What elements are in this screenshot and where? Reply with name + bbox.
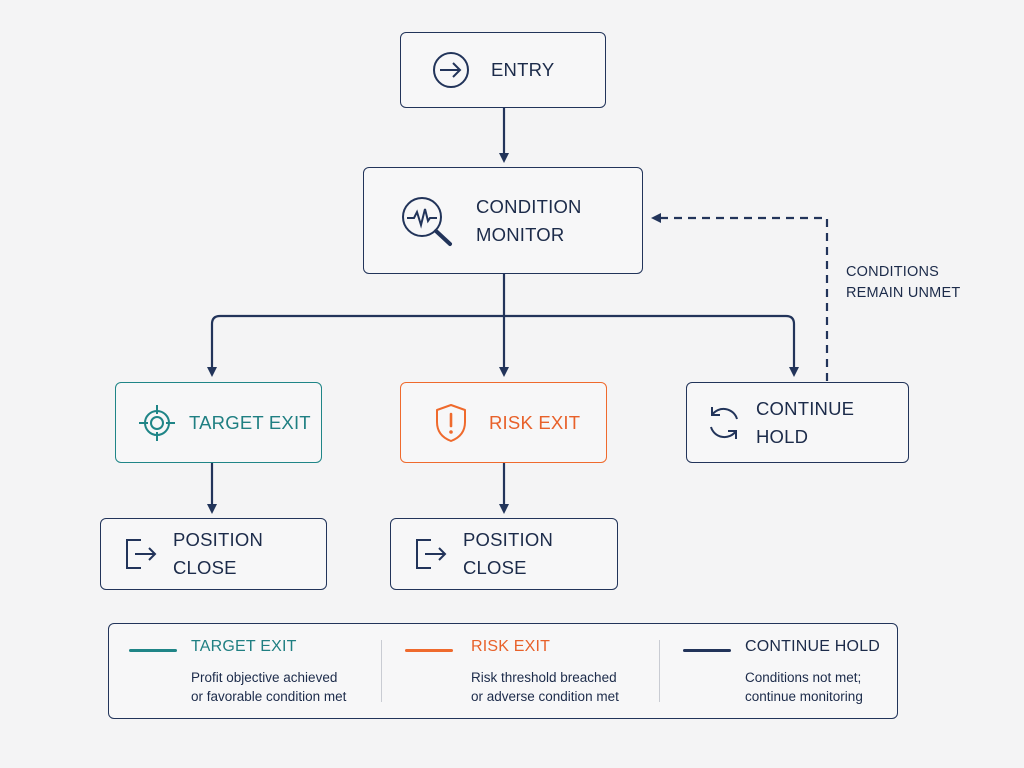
legend-desc-target: Profit objective achieved or favorable c… [191, 668, 346, 706]
legend-title-hold: CONTINUE HOLD [745, 638, 881, 655]
position-close-node-target[interactable]: POSITION CLOSE [100, 518, 327, 590]
condition-monitor-node[interactable]: CONDITION MONITOR [363, 167, 643, 274]
legend-separator-1 [381, 640, 382, 702]
position-close-label-2: POSITION CLOSE [463, 529, 553, 578]
legend-title-target: TARGET EXIT [191, 638, 297, 655]
legend-desc-hold: Conditions not met; continue monitoring [745, 668, 863, 706]
target-exit-node[interactable]: TARGET EXIT [115, 382, 322, 463]
target-exit-label: TARGET EXIT [189, 411, 311, 433]
monitor-label-line1: CONDITION [476, 195, 582, 217]
legend-desc-target-line2: or favorable condition met [191, 689, 347, 704]
loop-annotation-line1: CONDITIONS [846, 264, 940, 280]
risk-exit-node[interactable]: RISK EXIT [400, 382, 607, 463]
exit-door-icon [126, 539, 157, 569]
legend-desc-risk: Risk threshold breached or adverse condi… [471, 668, 619, 706]
legend-desc-risk-line1: Risk threshold breached [471, 670, 617, 685]
shield-alert-icon [436, 403, 466, 442]
legend-item-continue-hold: CONTINUE HOLD Conditions not met; contin… [683, 624, 893, 720]
entry-node[interactable]: ENTRY [400, 32, 606, 108]
crosshair-target-icon [139, 404, 175, 441]
arrow-to-target-exit [207, 314, 504, 377]
magnifier-pulse-icon [402, 196, 452, 246]
position-close-node-risk[interactable]: POSITION CLOSE [390, 518, 618, 590]
legend-item-risk-exit: RISK EXIT Risk threshold breached or adv… [405, 624, 645, 720]
legend-swatch-hold [683, 649, 731, 652]
exit-door-icon [416, 539, 447, 569]
legend-title-risk: RISK EXIT [471, 638, 551, 655]
legend: TARGET EXIT Profit objective achieved or… [108, 623, 898, 719]
arrow-right-circle-icon [433, 52, 469, 88]
legend-desc-hold-line2: continue monitoring [745, 689, 863, 704]
position-close-label-1: POSITION CLOSE [173, 529, 263, 578]
legend-desc-hold-line1: Conditions not met; [745, 670, 862, 685]
monitor-label-line2: MONITOR [476, 223, 565, 245]
loop-annotation-line2: REMAIN UNMET [846, 285, 961, 301]
refresh-cycle-icon [710, 406, 738, 439]
continue-hold-label: CONTINUE HOLD [756, 397, 855, 447]
continue-hold-node[interactable]: CONTINUE HOLD [686, 382, 909, 463]
legend-item-target-exit: TARGET EXIT Profit objective achieved or… [129, 624, 379, 720]
entry-label: ENTRY [491, 59, 555, 80]
loop-annotation: CONDITIONS REMAIN UNMET [846, 262, 960, 304]
loop-back-dashed [651, 213, 829, 381]
arrow-to-continue-hold [504, 314, 799, 377]
legend-desc-risk-line2: or adverse condition met [471, 689, 619, 704]
legend-swatch-target [129, 649, 177, 652]
legend-swatch-risk [405, 649, 453, 652]
legend-desc-target-line1: Profit objective achieved [191, 670, 338, 685]
legend-separator-2 [659, 640, 660, 702]
risk-exit-label: RISK EXIT [489, 411, 581, 433]
